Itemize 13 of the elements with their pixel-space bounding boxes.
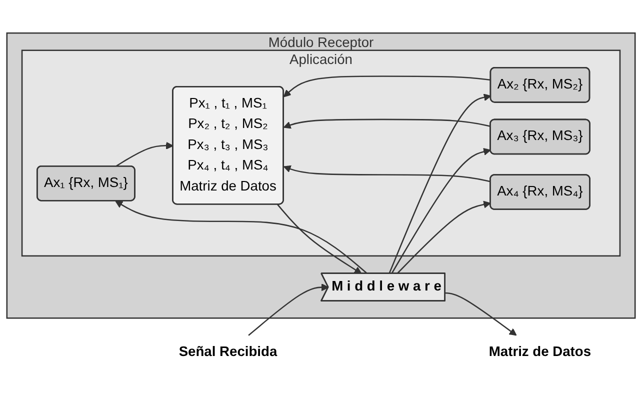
node-text: Señal Recibida	[178, 344, 278, 360]
arrow	[248, 284, 329, 336]
arrow	[115, 142, 174, 168]
arrow	[283, 165, 491, 182]
node-text: Matriz de Datos	[488, 344, 592, 360]
arrow	[283, 118, 491, 129]
arrow	[396, 200, 491, 274]
arrow	[115, 200, 368, 274]
arrow	[388, 94, 492, 274]
arrow	[391, 148, 491, 274]
arrow	[445, 292, 517, 336]
arrow	[277, 204, 362, 274]
arrow	[283, 76, 491, 98]
